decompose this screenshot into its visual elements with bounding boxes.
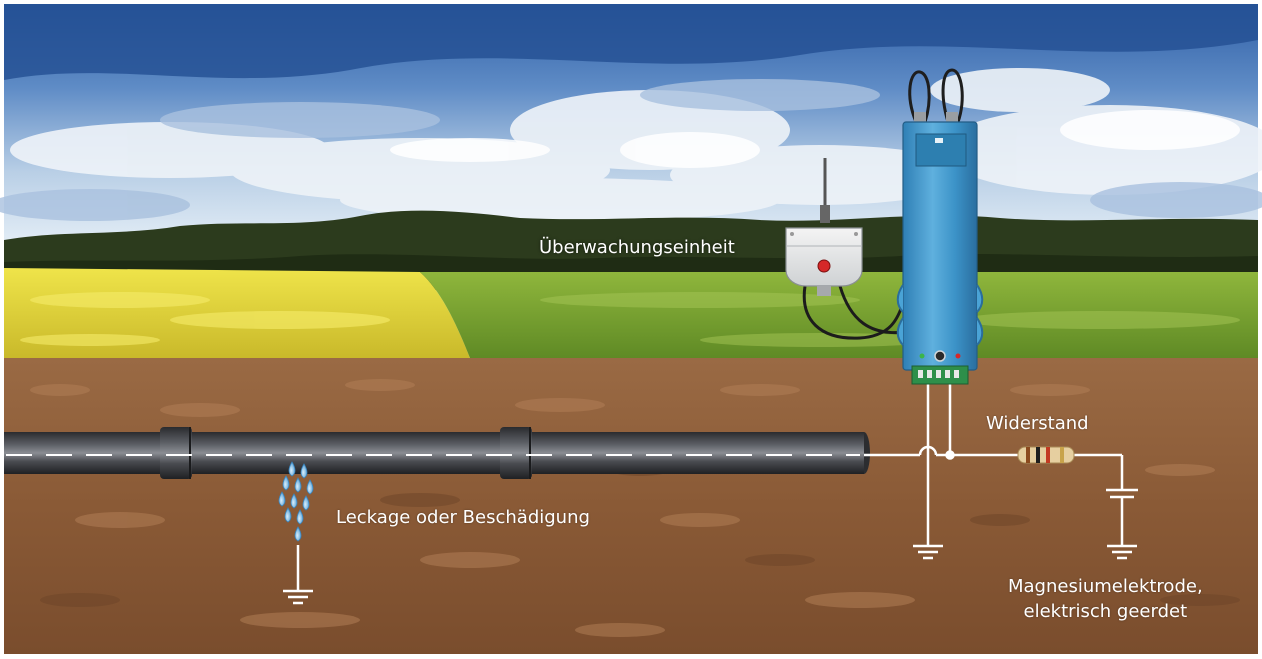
ground-symbol-icon bbox=[913, 544, 943, 560]
anode-label: Magnesiumelektrode, elektrisch geerdet bbox=[1008, 574, 1203, 624]
pipeline bbox=[4, 427, 870, 479]
soil bbox=[4, 358, 1258, 654]
leak-label: Leckage oder Beschädigung bbox=[336, 507, 590, 528]
water-drops-icon bbox=[278, 461, 314, 542]
resistor-label: Widerstand bbox=[986, 413, 1089, 434]
fields bbox=[4, 268, 1258, 358]
wiring bbox=[296, 384, 1138, 590]
monitoring-unit-column bbox=[896, 68, 984, 385]
ground-symbol-icon bbox=[1107, 544, 1137, 560]
resistor-icon bbox=[1017, 446, 1075, 464]
monitoring-unit-transmitter bbox=[785, 158, 906, 340]
ground-symbol-icon bbox=[283, 589, 313, 605]
antenna-icon bbox=[820, 158, 830, 223]
anode-label-line1: Magnesiumelektrode, bbox=[1008, 576, 1203, 597]
sky bbox=[0, 4, 1262, 244]
monitoring-unit-label: Überwachungseinheit bbox=[539, 237, 735, 258]
anode-label-line2: elektrisch geerdet bbox=[1023, 601, 1188, 622]
